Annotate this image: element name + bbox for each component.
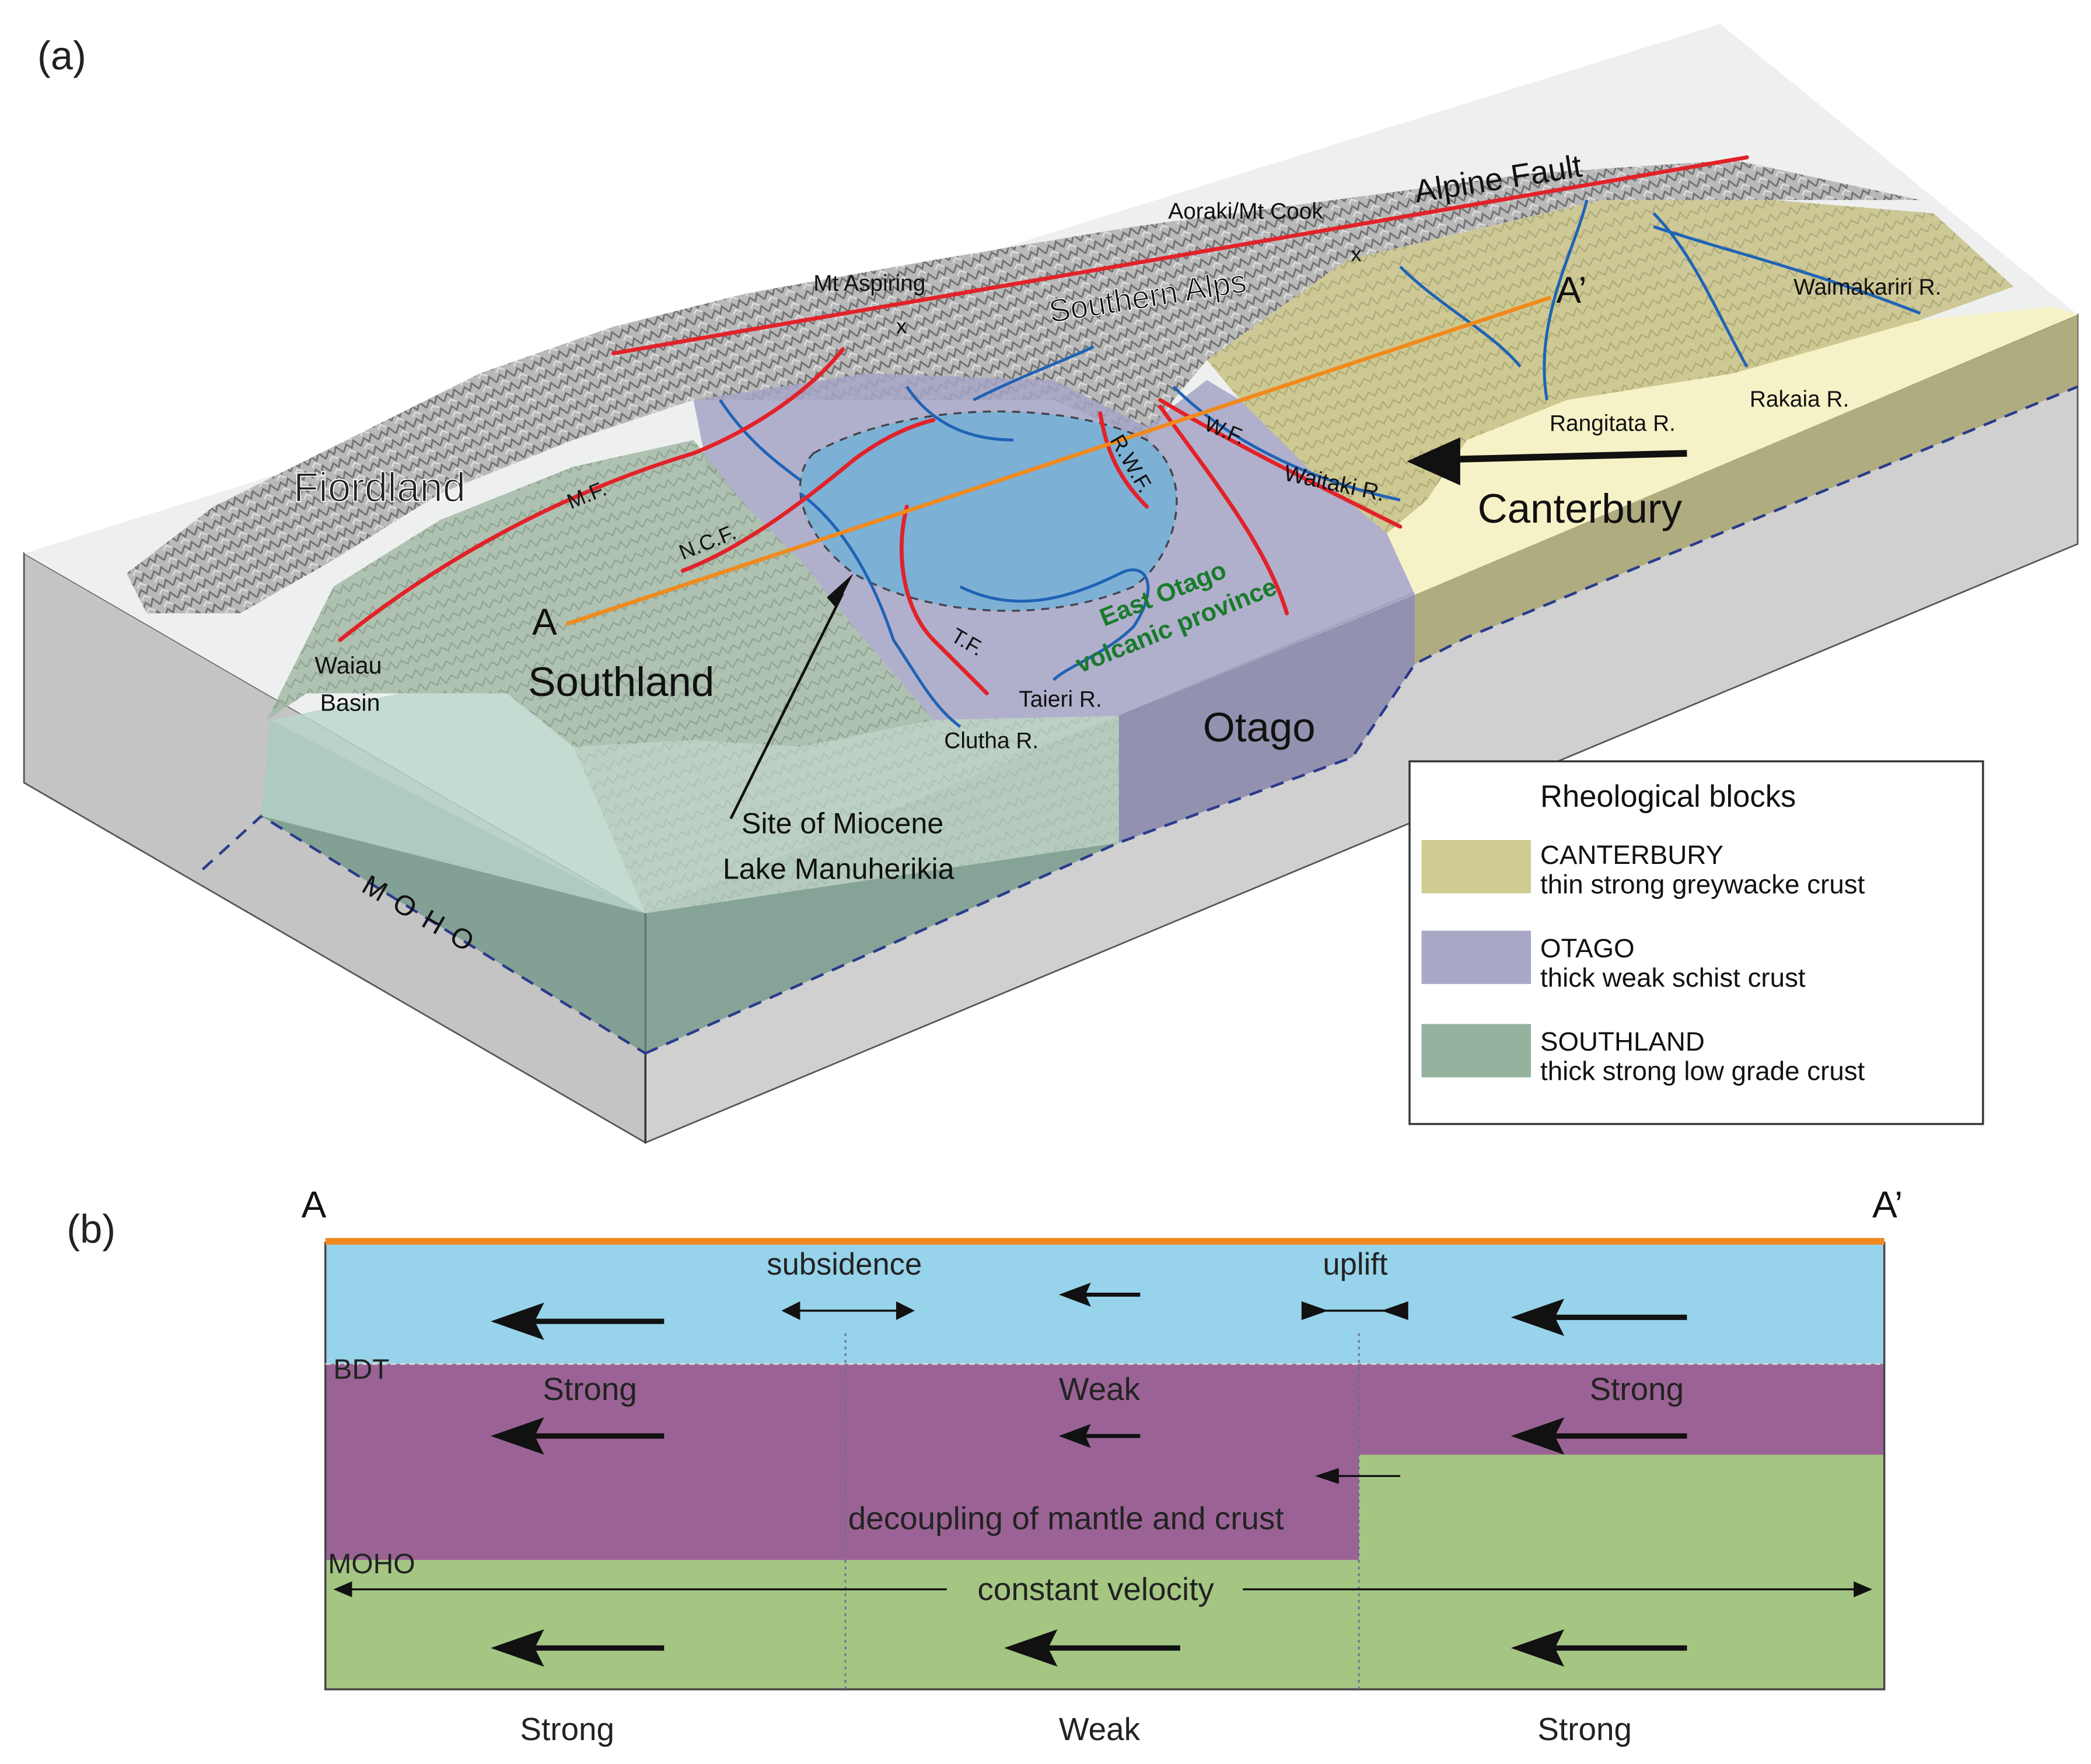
waiau-basin-label-1: Waiau: [314, 652, 382, 678]
canterbury-crust-side: [1415, 314, 2078, 664]
arrow-upper-left-head: [491, 1303, 544, 1340]
bottom-strength-right: Strong: [1537, 1711, 1632, 1747]
bottom-strength-left: Strong: [520, 1711, 614, 1747]
crust-strength-left: Strong: [543, 1371, 637, 1407]
fiordland-label: Fiordland: [293, 464, 466, 510]
crust-strength-middle: Weak: [1059, 1371, 1141, 1407]
upper-crust-layer: [325, 1242, 1884, 1364]
section-line-a-a-prime: [566, 295, 1552, 626]
rakaia-label: Rakaia R.: [1750, 387, 1849, 412]
velocity-head-left: [333, 1581, 352, 1598]
lake-pointer-head: [827, 573, 854, 608]
lake-pointer-arrow: [729, 593, 844, 820]
legend-name-otago: OTAGO: [1540, 933, 1635, 963]
arrow-lower-left-head: [491, 1417, 544, 1455]
river-taieri: [959, 568, 1150, 681]
arrow-mantle-right-head: [1510, 1629, 1565, 1667]
mt-cook-label: Aoraki/Mt Cook: [1168, 199, 1323, 224]
velocity-head-right: [1854, 1581, 1873, 1598]
uplift-label: uplift: [1323, 1247, 1387, 1282]
otago-crust-side: [1118, 594, 1415, 843]
upper-crust-arrows: [491, 1282, 1687, 1340]
subsidence-arrow-right: [896, 1301, 915, 1320]
rwf-fault-line: [1098, 411, 1149, 509]
section-end-label: A’: [1556, 269, 1586, 311]
mf-fault-line: [338, 347, 845, 642]
arrow-upper-mid-head: [1058, 1282, 1091, 1307]
river-trib: [1399, 265, 1522, 368]
southland-shelf: [261, 693, 646, 914]
legend-swatch-canterbury: [1421, 840, 1531, 894]
faults: [338, 155, 1749, 695]
ncf-fault-line: [680, 418, 936, 573]
legend-swatch-southland: [1421, 1024, 1531, 1077]
wf-fault-line-1: [1158, 404, 1289, 615]
river-clutha-upper1: [719, 399, 801, 481]
subsidence-arrow-left: [781, 1301, 800, 1320]
tf-fault-line: [899, 505, 989, 695]
lower-crust-layer: [325, 1364, 1884, 1560]
legend-name-southland: SOUTHLAND: [1540, 1027, 1705, 1056]
otago-label: Otago: [1203, 705, 1316, 751]
mt-aspiring-marker: x: [896, 314, 907, 338]
uplift-symbol-right: [1382, 1301, 1408, 1320]
constant-velocity-label: constant velocity: [977, 1571, 1214, 1607]
waiau-basin-label-2: Basin: [320, 689, 380, 716]
rangitata-label: Rangitata R.: [1550, 411, 1676, 436]
panel-a-label: (a): [37, 33, 86, 78]
river-waitaki: [1172, 386, 1401, 502]
moho-label-b: MOHO: [328, 1549, 415, 1580]
arrow-upper-right-head: [1510, 1298, 1565, 1336]
lake-label-1: Site of Miocene: [742, 807, 943, 840]
bottom-strength-middle: Weak: [1059, 1711, 1141, 1747]
uplift-symbol-left: [1301, 1301, 1328, 1320]
cross-section-a-prime-label: A’: [1872, 1184, 1903, 1226]
arrow-lower-right-head: [1510, 1417, 1565, 1455]
clutha-label: Clutha R.: [944, 728, 1038, 753]
rheological-legend: Rheological blocks CANTERBURY thin stron…: [1408, 760, 1984, 1125]
bdt-label: BDT: [333, 1354, 389, 1385]
arrow-mantle-left-head: [491, 1629, 544, 1667]
waimakariri-label: Waimakariri R.: [1793, 275, 1941, 300]
arrow-step-head: [1314, 1468, 1339, 1484]
canterbury-hills: [1207, 200, 2014, 534]
lake-label-2: Lake Manuherikia: [723, 852, 954, 885]
mt-aspiring-label: Mt Aspiring: [813, 271, 925, 296]
arrow-mantle-mid-head: [1004, 1629, 1058, 1667]
river-rangitata: [1543, 200, 1589, 401]
legend-title: Rheological blocks: [1540, 779, 1796, 814]
arrow-lower-mid-head: [1058, 1424, 1091, 1448]
alpine-fault-line: [611, 155, 1749, 356]
subsidence-label: subsidence: [767, 1247, 922, 1282]
crust-strength-right: Strong: [1590, 1371, 1684, 1407]
rivers: [719, 200, 1921, 728]
cross-section-a-label: A: [302, 1184, 327, 1226]
panel-b-label: (b): [67, 1206, 116, 1251]
river-waimakariri: [1653, 225, 1921, 315]
section-start-label: A: [532, 601, 557, 643]
canterbury-arrow-head: [1407, 437, 1460, 485]
mantle-arrows: [491, 1629, 1687, 1667]
decoupling-label: decoupling of mantle and crust: [848, 1500, 1284, 1536]
panel-b: (b) A A’ subsidence uplift BDT MOHO Stro…: [67, 1184, 1903, 1747]
panel-a: (a): [23, 24, 2079, 1144]
legend-desc-southland: thick strong low grade crust: [1540, 1056, 1865, 1086]
lake-manuherikia-site: [799, 410, 1178, 612]
southland-coast: [573, 716, 1119, 914]
taieri-label: Taieri R.: [1019, 687, 1102, 712]
legend-desc-otago: thick weak schist crust: [1540, 963, 1806, 992]
southland-label: Southland: [528, 659, 714, 705]
canterbury-push-arrow: [1426, 450, 1687, 464]
legend-desc-canterbury: thin strong greywacke crust: [1540, 869, 1865, 899]
moho-line-side: [645, 385, 2079, 1055]
lower-crust-arrows: [491, 1417, 1687, 1484]
mt-cook-marker: x: [1351, 242, 1361, 266]
legend-swatch-otago: [1421, 930, 1531, 984]
river-upper3: [973, 345, 1095, 401]
river-clutha-upper2: [905, 386, 1014, 442]
canterbury-label: Canterbury: [1478, 486, 1683, 532]
legend-name-canterbury: CANTERBURY: [1540, 840, 1723, 870]
